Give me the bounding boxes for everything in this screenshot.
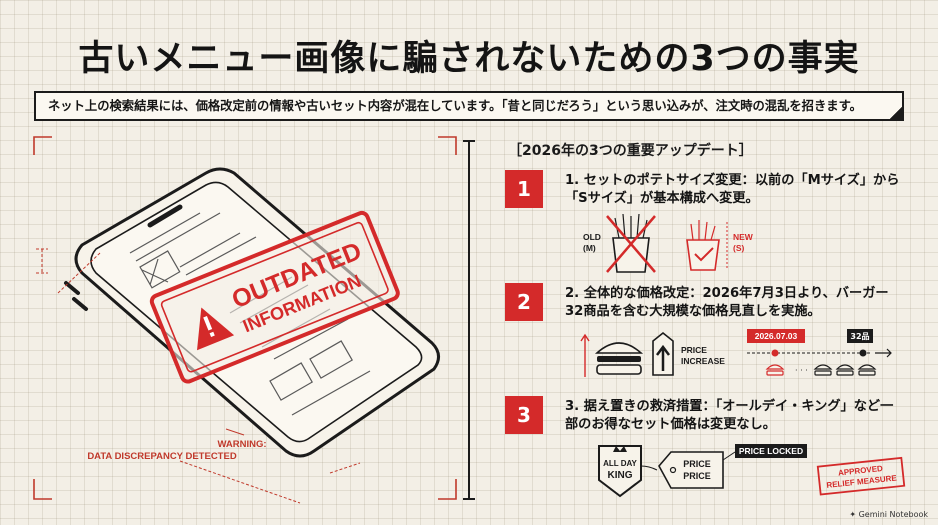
logo-icon: ✦: [849, 510, 857, 519]
old-label-2: (M): [583, 243, 596, 253]
price-tag-line-2: PRICE: [683, 471, 711, 481]
old-fries-icon: [606, 213, 656, 273]
all-day-king-badge: ALL DAY KING: [598, 445, 642, 498]
new-label-1: NEW: [733, 232, 754, 242]
price-increase-illustration: PRICE INCREASE 2026.07.03 32品 · · ·: [575, 327, 905, 387]
approved-stamp: APPROVED RELIEF MEASURE: [816, 456, 906, 496]
step-number-badge: 2: [505, 283, 543, 321]
logo-text: Gemini Notebook: [858, 510, 928, 519]
subtitle-text: ネット上の検索結果には、価格改定前の情報や古いセット内容が混在しています。「昔と…: [48, 99, 862, 113]
warning-line-2: DATA DISCREPANCY DETECTED: [87, 451, 237, 462]
section-heading: ［2026年の3つの重要アップデート］: [508, 143, 753, 159]
date-timeline: 2026.07.03 32品 · · ·: [747, 329, 892, 376]
badge-line-2: KING: [608, 470, 633, 481]
step-1: 1 1. セットのポテトサイズ変更：以前の「Mサイズ」から「Sサイズ」が基本構成…: [505, 170, 905, 275]
step-number-badge: 3: [505, 396, 543, 434]
folded-corner: [888, 105, 902, 119]
step-text: 3. 据え置きの救済措置：「オールデイ・キング」など一部のお得なセット価格は変更…: [565, 399, 894, 432]
step-2: 2 2. 全体的な価格改定：2026年7月3日より、バーガー32商品を含む大規模…: [505, 283, 905, 388]
subtitle-box: ネット上の検索結果には、価格改定前の情報や古いセット内容が混在しています。「昔と…: [34, 91, 904, 121]
phone-illustration: OUTDATED INFORMATION WARNING: DATA DISCR…: [33, 136, 457, 504]
svg-text:· · ·: · · ·: [795, 366, 808, 375]
price-tag-line-1: PRICE: [683, 459, 711, 469]
price-increase-label-2: INCREASE: [681, 356, 725, 366]
warning-line-1: WARNING:: [217, 439, 266, 450]
date-tag: 2026.07.03: [755, 331, 798, 341]
fries-comparison: OLD (M) NEW (S): [565, 210, 765, 280]
page-title: 古いメニュー画像に騙されないための3つの事実: [78, 39, 860, 79]
dimension-lines: [36, 248, 361, 504]
phone-illustration-panel: OUTDATED INFORMATION WARNING: DATA DISCR…: [30, 133, 460, 505]
footer-logo: ✦ Gemini Notebook: [849, 510, 928, 519]
count-tag: 32品: [850, 332, 869, 341]
price-locked-illustration: ALL DAY KING PRICE PRICE PRICE LOCKED AP…: [595, 440, 907, 506]
new-label-2: (S): [733, 243, 745, 253]
burger-icon: [594, 342, 644, 375]
step-3: 3 3. 据え置きの救済措置：「オールデイ・キング」など一部のお得なセット価格は…: [505, 396, 907, 506]
old-label-1: OLD: [583, 232, 601, 242]
price-tag-up-icon: [652, 331, 674, 376]
frame-brackets: [33, 136, 457, 500]
step-number-badge: 1: [505, 170, 543, 208]
vertical-divider: [463, 140, 475, 500]
price-locked-label: PRICE LOCKED: [739, 446, 803, 456]
price-increase-label-1: PRICE: [681, 345, 707, 355]
new-fries-icon: [686, 220, 728, 271]
badge-line-1: ALL DAY: [603, 459, 637, 468]
step-text: 1. セットのポテトサイズ変更：以前の「Mサイズ」から「Sサイズ」が基本構成へ変…: [565, 173, 900, 206]
price-tag-icon: PRICE PRICE: [658, 451, 724, 489]
step-text: 2. 全体的な価格改定：2026年7月3日より、バーガー32商品を含む大規模な価…: [565, 286, 889, 319]
